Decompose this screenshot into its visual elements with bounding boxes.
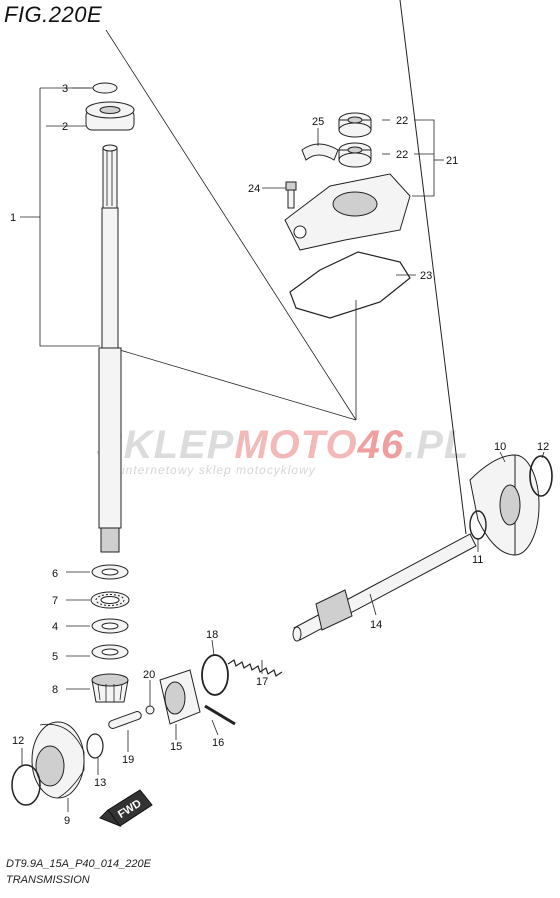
lock-plate [301, 143, 339, 161]
callout-6: 6 [52, 568, 58, 580]
callout-12-right: 12 [537, 441, 549, 453]
callout-21: 21 [446, 155, 458, 167]
callout-13: 13 [94, 777, 106, 789]
circlip [92, 82, 118, 94]
callout-3: 3 [62, 83, 68, 95]
drive-shaft-housing [284, 173, 411, 251]
callout-2: 2 [62, 121, 68, 133]
callout-7: 7 [52, 595, 58, 607]
callout-23: 23 [420, 270, 432, 282]
callout-12-left: 12 [12, 735, 24, 747]
shim-right [529, 455, 553, 497]
needle-bearing-7 [90, 591, 130, 609]
pin-small [145, 705, 155, 715]
propeller-shaft [292, 0, 477, 642]
callout-20: 20 [143, 669, 155, 681]
callout-9: 9 [64, 815, 70, 827]
watermark-brand-d: .PL [404, 423, 469, 467]
drive-shaft [98, 144, 122, 553]
callout-10: 10 [494, 441, 506, 453]
o-ring [201, 654, 229, 696]
thrust-washer [86, 733, 104, 759]
callout-14: 14 [370, 619, 382, 631]
shift-rod [204, 704, 236, 726]
callout-22-lower: 22 [396, 149, 408, 161]
callout-15: 15 [170, 741, 182, 753]
callout-1: 1 [10, 212, 16, 224]
watermark-tagline: internetowy sklep motocyklowy [122, 463, 316, 477]
watermark-brand-c: 46 [357, 423, 405, 467]
shim-left [11, 764, 41, 806]
callout-11: 11 [472, 554, 483, 566]
callout-19: 19 [122, 754, 134, 766]
callout-25: 25 [312, 116, 324, 128]
diagram-name: TRANSMISSION [6, 874, 90, 886]
callout-8: 8 [52, 684, 58, 696]
clutch-dog [159, 669, 201, 725]
forward-gear [31, 721, 85, 799]
reference-line-long [105, 29, 357, 421]
callout-22-upper: 22 [396, 115, 408, 127]
callout-17: 17 [256, 676, 268, 688]
pinion-gear [91, 673, 129, 703]
callout-24: 24 [248, 183, 260, 195]
watermark-brand-b: MOTO [234, 423, 357, 467]
svg-text:SKLEPMOTO46.PL: SKLEPMOTO46.PL [96, 423, 469, 467]
reverse-gear [469, 454, 540, 556]
oil-seal-upper [338, 112, 372, 138]
bearing [85, 101, 135, 131]
forward-direction-badge: FWD [99, 789, 153, 828]
oil-seal-lower [338, 142, 372, 168]
diagram-code: DT9.9A_15A_P40_014_220E [6, 858, 151, 870]
callout-4: 4 [52, 621, 58, 633]
watermark: SKLEPMOTO46.PL internetowy sklep motocyk… [96, 423, 469, 477]
shift-spring [227, 659, 283, 677]
callout-16: 16 [212, 737, 224, 749]
callout-5: 5 [52, 651, 58, 663]
callout-bracket-1 [39, 88, 100, 347]
housing-bolt [285, 181, 297, 209]
callout-18: 18 [206, 629, 218, 641]
figure-title: FIG.220E [4, 2, 103, 27]
reference-line-return [102, 344, 357, 421]
housing-gasket [289, 251, 411, 319]
shift-pin [108, 711, 142, 729]
